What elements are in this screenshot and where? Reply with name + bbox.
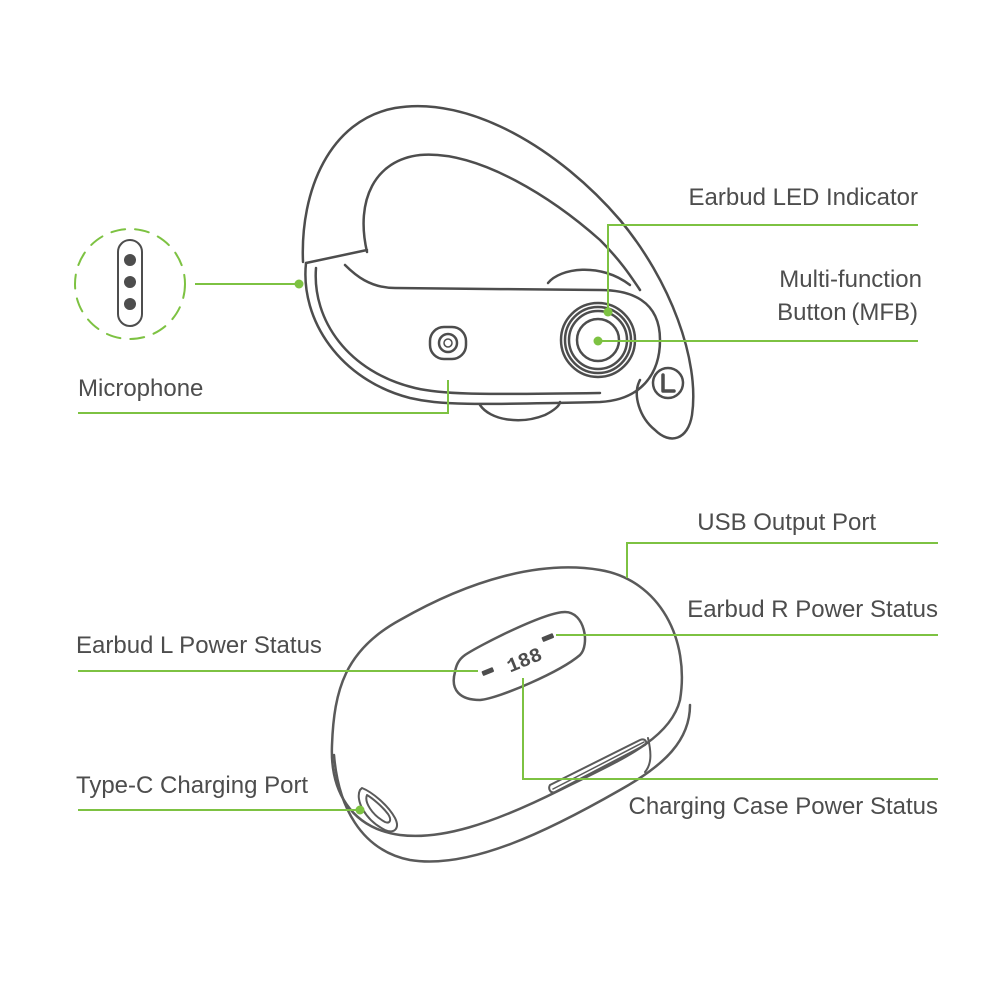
ear-hook-inner bbox=[362, 153, 642, 292]
leader-microphone bbox=[78, 380, 449, 414]
label-usb-output-port: USB Output Port bbox=[697, 509, 876, 536]
leader-led bbox=[607, 224, 918, 312]
label-earbud-r-power-status: Earbud R Power Status bbox=[687, 596, 938, 623]
earbud-body bbox=[304, 261, 662, 406]
case-display-window bbox=[452, 610, 587, 702]
anchor-dot-mfb bbox=[593, 336, 603, 346]
case-display-glyphs bbox=[481, 633, 555, 676]
case-display-digits: 188 bbox=[504, 644, 546, 679]
anchor-dot-mic-detail bbox=[294, 279, 304, 289]
label-microphone: Microphone bbox=[78, 375, 204, 402]
earbud-mic-port bbox=[428, 325, 468, 361]
label-earbud-l-power-status: Earbud L Power Status bbox=[76, 632, 322, 659]
anchor-dot-led bbox=[603, 307, 613, 317]
label-type-c-charging-port: Type-C Charging Port bbox=[76, 772, 309, 799]
label-charging-case-power-status: Charging Case Power Status bbox=[628, 793, 939, 820]
microphone-detail-callout bbox=[74, 228, 186, 340]
leader-usb bbox=[626, 542, 938, 578]
label-earbud-led-indicator: Earbud LED Indicator bbox=[688, 184, 918, 211]
leader-case-power bbox=[522, 678, 938, 780]
case-base-outline bbox=[332, 703, 692, 863]
label-mfb-line1: Multi-function bbox=[779, 266, 922, 293]
label-mfb-line2: Button (MFB) bbox=[777, 299, 918, 326]
ear-hook-outer bbox=[301, 104, 695, 440]
usb-output-slot bbox=[548, 738, 648, 794]
charging-case-illustration bbox=[330, 566, 692, 863]
earbud-illustration bbox=[301, 104, 695, 440]
microphone-holes-icon bbox=[117, 239, 143, 327]
anchor-dot-type-c bbox=[355, 805, 365, 815]
left-side-marker bbox=[651, 366, 685, 400]
